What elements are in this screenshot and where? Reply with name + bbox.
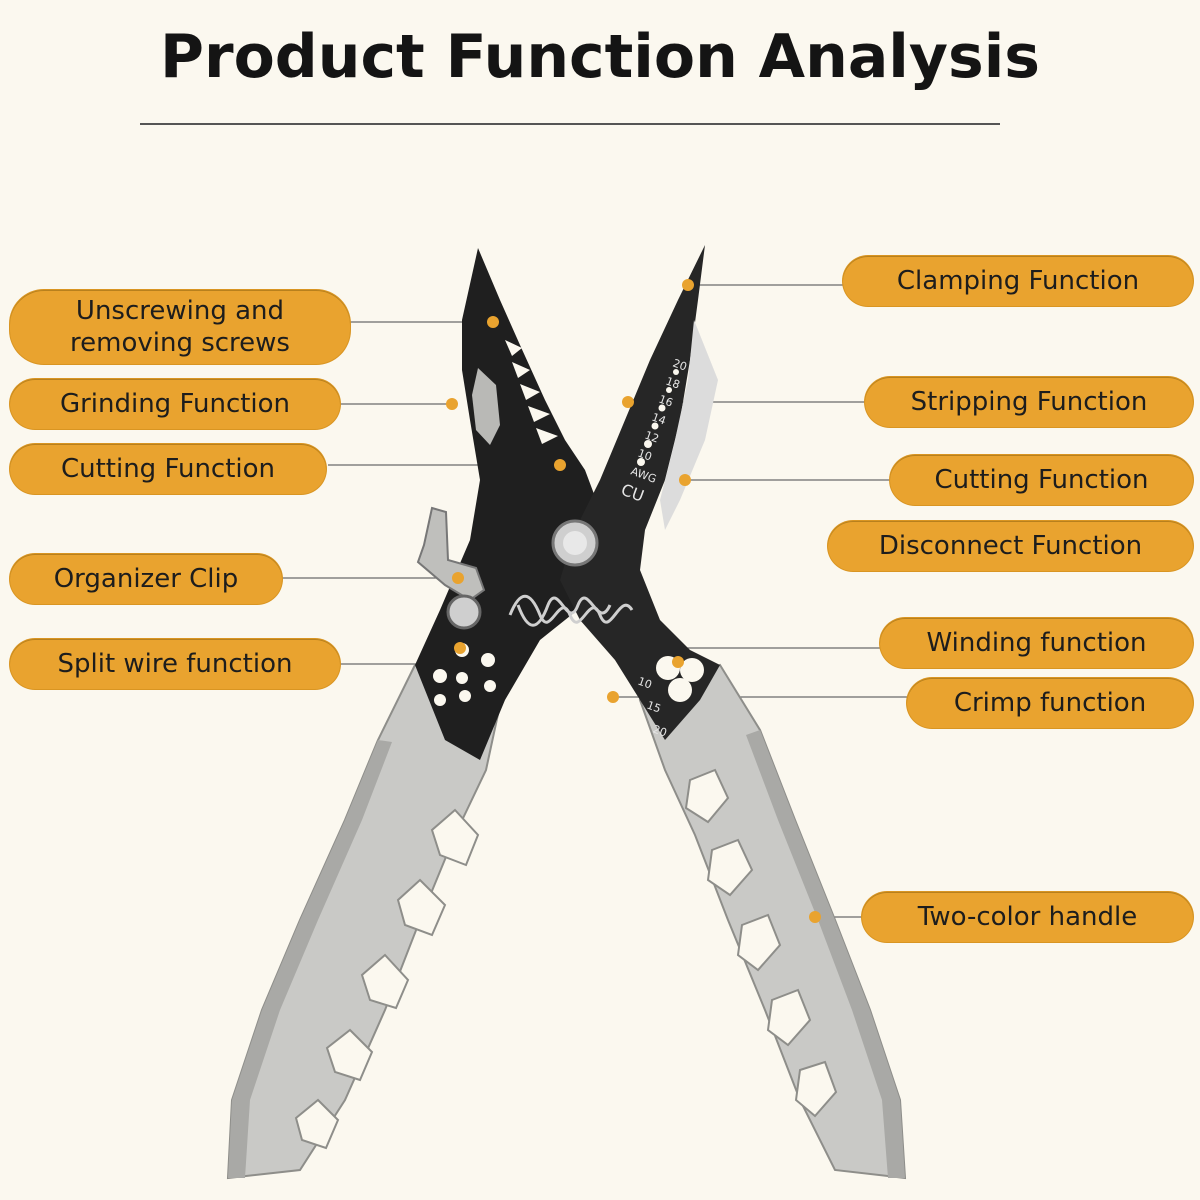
label-split-wire: Split wire function xyxy=(10,639,340,689)
left-handle xyxy=(226,663,502,1180)
label-two-color-handle: Two-color handle xyxy=(862,892,1193,942)
organizer-clip xyxy=(416,506,486,602)
right-handle-grip-cutouts xyxy=(684,768,838,1118)
title-divider xyxy=(140,123,1000,125)
stripping-holes xyxy=(637,369,679,466)
label-organizer-clip: Organizer Clip xyxy=(10,554,282,604)
page-title: Product Function Analysis xyxy=(160,22,1040,92)
clip-rivet xyxy=(446,594,482,630)
label-winding-text: Winding function xyxy=(926,628,1147,658)
label-grinding: Grinding Function xyxy=(10,379,340,429)
label-cutting-left-text: Cutting Function xyxy=(60,454,276,484)
grinding-slot xyxy=(472,368,500,445)
marker-dot xyxy=(672,656,684,668)
marker-dot xyxy=(622,396,634,408)
label-split-wire-text: Split wire function xyxy=(57,649,293,679)
label-grinding-text: Grinding Function xyxy=(59,389,291,419)
marker-dot xyxy=(452,572,464,584)
label-unscrewing: Unscrewing and removing screws xyxy=(10,290,350,364)
label-cutting-right-text: Cutting Function xyxy=(934,465,1149,495)
crimp-mark: 15 xyxy=(645,699,663,716)
marker-dot xyxy=(682,279,694,291)
label-unscrewing-text: Unscrewing and removing screws xyxy=(70,296,290,358)
label-organizer-clip-text: Organizer Clip xyxy=(53,564,239,594)
marker-dot xyxy=(809,911,821,923)
label-winding: Winding function xyxy=(880,618,1193,668)
label-stripping-text: Stripping Function xyxy=(910,387,1148,417)
left-jaw-teeth xyxy=(505,340,558,444)
left-handle-grip-cutouts xyxy=(294,808,480,1150)
label-two-color-handle-text: Two-color handle xyxy=(917,902,1138,932)
marker-dot xyxy=(679,474,691,486)
marker-dot xyxy=(487,316,499,328)
marker-dot xyxy=(554,459,566,471)
marker-dot xyxy=(607,691,619,703)
label-clamping-text: Clamping Function xyxy=(896,266,1140,296)
label-stripping: Stripping Function xyxy=(865,377,1193,427)
marker-dot xyxy=(446,398,458,410)
crimp-mark: 20 xyxy=(651,723,669,740)
label-disconnect: Disconnect Function xyxy=(828,521,1193,571)
left-handle-edge xyxy=(228,740,392,1178)
pivot-rivet-center xyxy=(563,531,587,555)
left-jaw xyxy=(415,248,610,760)
label-disconnect-text: Disconnect Function xyxy=(878,531,1143,561)
label-crimp-text: Crimp function xyxy=(953,688,1147,718)
label-cutting-right: Cutting Function xyxy=(890,455,1193,505)
crimp-scale: 10 15 20 xyxy=(636,675,669,740)
right-handle-edge xyxy=(746,730,905,1178)
label-crimp: Crimp function xyxy=(907,678,1193,728)
label-clamping: Clamping Function xyxy=(843,256,1193,306)
marker-dots xyxy=(446,279,821,923)
crimp-mark: 10 xyxy=(636,675,654,692)
spring xyxy=(508,594,634,627)
right-blade-face xyxy=(660,320,718,530)
label-cutting-left: Cutting Function xyxy=(10,444,326,494)
marker-dot xyxy=(454,642,466,654)
